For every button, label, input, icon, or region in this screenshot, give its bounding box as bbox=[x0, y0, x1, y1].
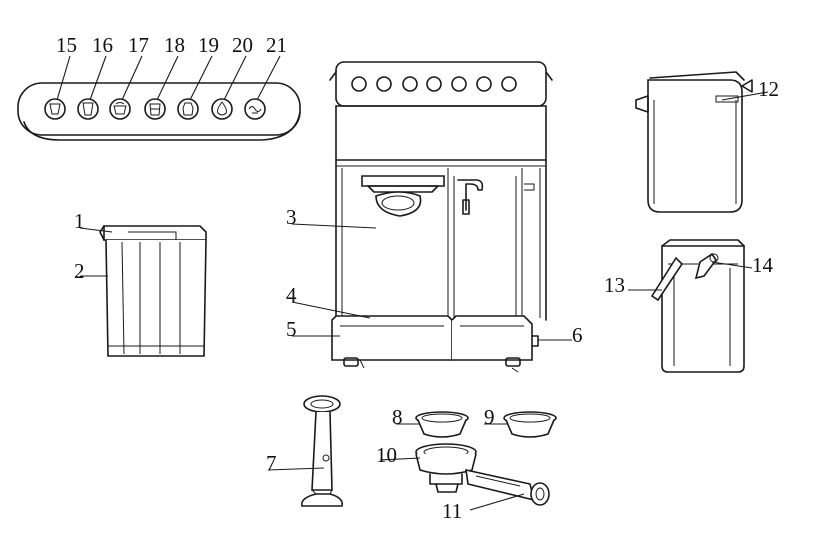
filter-basket-small bbox=[415, 411, 469, 438]
callout-19: 19 bbox=[198, 33, 219, 57]
callout-1: 1 bbox=[74, 209, 85, 233]
callout-21: 21 bbox=[266, 33, 287, 57]
milk-tank-closed bbox=[635, 71, 753, 213]
control-panel bbox=[17, 82, 301, 141]
callout-12: 12 bbox=[758, 77, 779, 101]
callout-3: 3 bbox=[286, 205, 297, 229]
callout-13: 13 bbox=[604, 273, 625, 297]
button-hot-water-icon bbox=[211, 98, 233, 120]
button-cappuccino-icon bbox=[109, 98, 131, 120]
callout-15: 15 bbox=[56, 33, 77, 57]
callout-9: 9 bbox=[484, 405, 495, 429]
water-tank bbox=[99, 225, 207, 357]
callout-16: 16 bbox=[92, 33, 113, 57]
button-milk-icon bbox=[177, 98, 199, 120]
button-cup-large-icon bbox=[77, 98, 99, 120]
callout-8: 8 bbox=[392, 405, 403, 429]
callout-2: 2 bbox=[74, 259, 85, 283]
filter-basket-large bbox=[503, 411, 557, 438]
button-latte-icon bbox=[144, 98, 166, 120]
callout-11: 11 bbox=[442, 499, 462, 523]
callout-17: 17 bbox=[128, 33, 149, 57]
callout-4: 4 bbox=[286, 283, 297, 307]
control-panel-buttons bbox=[44, 98, 266, 120]
button-cup-small-icon bbox=[44, 98, 66, 120]
milk-tank-open bbox=[650, 239, 745, 373]
callout-6: 6 bbox=[572, 323, 583, 347]
callout-5: 5 bbox=[286, 317, 297, 341]
callout-20: 20 bbox=[232, 33, 253, 57]
callout-10: 10 bbox=[376, 443, 397, 467]
portafilter bbox=[415, 443, 550, 506]
tamper bbox=[300, 395, 344, 507]
callout-18: 18 bbox=[164, 33, 185, 57]
callout-14: 14 bbox=[752, 253, 774, 277]
button-steam-icon bbox=[244, 98, 266, 120]
callout-7: 7 bbox=[266, 451, 277, 475]
espresso-machine bbox=[329, 61, 553, 373]
